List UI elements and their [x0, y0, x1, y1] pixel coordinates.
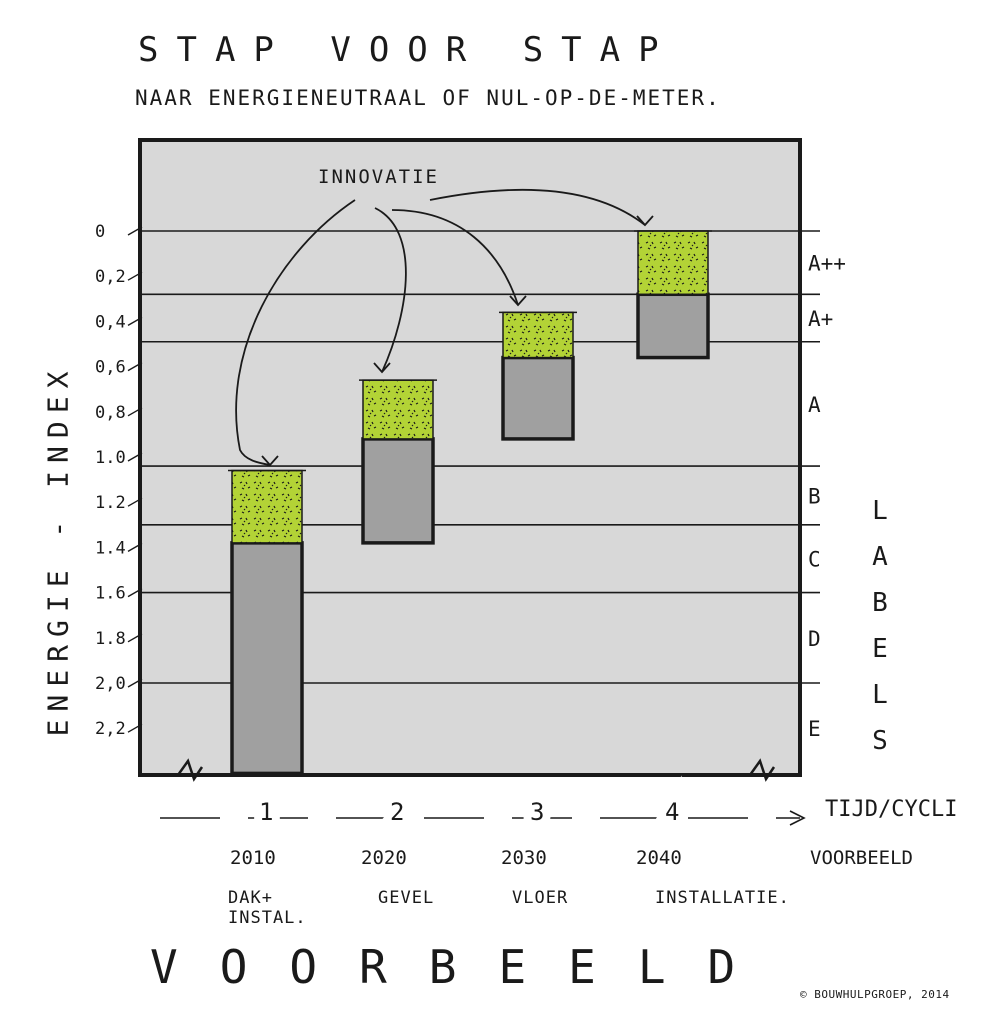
step-number-label: 3 [530, 798, 544, 826]
energy-label-e: E [808, 717, 821, 741]
step-detail-line: DAK+ [228, 888, 273, 908]
footer-title: VOORBEELD [150, 940, 778, 994]
y-tick-mark [127, 316, 143, 327]
arrowhead-icon [509, 295, 527, 307]
step-detail-1: DAK+INSTAL. [228, 888, 307, 928]
y-axis-title: ENERGIE - INDEX [41, 363, 75, 737]
step-number-label: 4 [665, 798, 679, 826]
bar-improvement-step-1 [231, 469, 303, 544]
y-tick-label: 1.6 [95, 584, 126, 604]
y-tick-label: 1.2 [95, 493, 126, 513]
bar-existing-step-1 [230, 541, 304, 776]
labels-title-letter: A [872, 542, 888, 572]
y-tick-mark [127, 452, 143, 462]
y-tick-label: 1.0 [95, 448, 126, 468]
innovation-arrow-3 [391, 209, 519, 306]
y-tick-label: 2,0 [95, 674, 126, 694]
bar-improvement-step-2 [362, 379, 434, 440]
axis-break-left [176, 758, 204, 782]
y-tick-mark [127, 633, 143, 643]
innovation-label: INNOVATIE [318, 166, 439, 188]
labels-title-letter: L [872, 680, 888, 710]
innovation-arrow-4 [429, 188, 646, 226]
energy-label-aplus: A+ [808, 307, 833, 331]
step-detail-2: GEVEL [378, 888, 434, 908]
step-year-label: 2020 [361, 847, 407, 869]
x-axis-label: TIJD/CYCLI [825, 797, 957, 822]
y-tick-mark [127, 361, 143, 372]
y-tick-mark [127, 497, 143, 507]
y-tick-label: 1.4 [95, 538, 126, 558]
title: STAP VOOR STAP [138, 30, 677, 70]
step-year-label: 2010 [230, 847, 276, 869]
labels-title-letter: L [872, 496, 888, 526]
labels-title-letter: B [872, 588, 888, 618]
innovation-arrow-1 [235, 199, 356, 466]
y-tick-mark [127, 271, 143, 281]
energy-label-a: A [808, 393, 821, 417]
bar-improvement-step-3 [502, 311, 574, 359]
energy-label-aplusplus: A++ [808, 252, 846, 276]
step-number-label: 1 [259, 798, 273, 826]
copyright: © BOUWHULPGROEP, 2014 [800, 988, 950, 1001]
y-tick-label: 0 [95, 222, 105, 242]
time-axis-arrow-icon [789, 810, 806, 826]
innovation-arrow-2 [374, 207, 407, 373]
arrowhead-icon [261, 455, 279, 467]
energy-label-c: C [808, 548, 821, 572]
step-detail-line: VLOER [512, 888, 569, 908]
axis-break-right [748, 758, 776, 782]
y-tick-label: 0,2 [95, 267, 126, 287]
y-tick-label: 0,4 [95, 312, 126, 332]
step-detail-4: INSTALLATIE. [655, 888, 790, 908]
bar-existing-step-4 [636, 292, 710, 360]
labels-title-letter: E [872, 634, 888, 664]
y-tick-label: 0,6 [95, 358, 126, 378]
energy-label-d: D [808, 627, 821, 651]
example-label: VOORBEELD [810, 847, 913, 869]
bar-existing-step-3 [501, 355, 575, 441]
labels-title-letter: S [872, 726, 888, 756]
bar-existing-step-2 [361, 437, 435, 545]
y-tick-mark [127, 407, 143, 417]
step-year-label: 2030 [501, 847, 547, 869]
step-detail-line: INSTAL. [228, 908, 307, 928]
y-tick-mark [127, 587, 143, 598]
y-tick-label: 2,2 [95, 719, 126, 739]
y-tick-mark [127, 723, 143, 733]
step-detail-3: VLOER [512, 888, 568, 908]
y-tick-mark [127, 226, 143, 236]
step-detail-line: GEVEL [378, 888, 435, 908]
subtitle: NAAR ENERGIENEUTRAAL OF NUL-OP-DE-METER. [135, 86, 721, 110]
step-year-label: 2040 [636, 847, 682, 869]
arrowhead-icon [373, 362, 391, 374]
y-tick-label: 0,8 [95, 403, 126, 423]
step-number-label: 2 [390, 798, 404, 826]
energy-label-b: B [808, 484, 821, 508]
bar-improvement-step-4 [637, 230, 709, 296]
step-detail-line: INSTALLATIE. [655, 888, 790, 908]
y-tick-label: 1.8 [95, 629, 126, 649]
arrowhead-icon [636, 215, 654, 227]
y-tick-mark [127, 542, 143, 553]
y-tick-mark [127, 678, 143, 688]
